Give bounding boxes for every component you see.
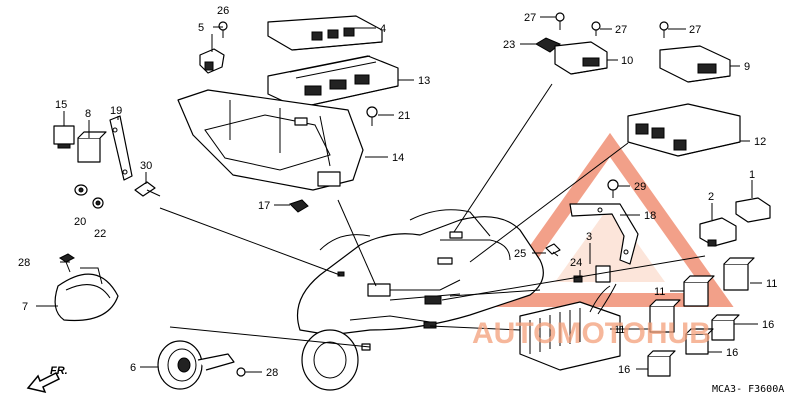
- part-11-relay-icon: [683, 275, 715, 307]
- part-4-control-unit-icon: [267, 15, 383, 51]
- part-19-bracket-icon: [109, 115, 133, 181]
- callout-1: 1: [749, 169, 755, 181]
- callout-26: 26: [217, 5, 229, 17]
- callout-27: 27: [689, 24, 701, 36]
- regulator-rectifier-icon: [519, 283, 621, 371]
- part-23-bracket-icon: [535, 37, 561, 53]
- part-27-screw-icon: [555, 12, 565, 30]
- callout-28: 28: [18, 257, 30, 269]
- part-21-screw-icon: [366, 106, 378, 126]
- part-18-bracket-icon: [569, 203, 639, 265]
- part-17-clip-icon: [289, 199, 309, 213]
- part-29-bolt-icon: [607, 179, 619, 198]
- callout-8: 8: [85, 108, 91, 120]
- part-30-bolt-icon: [134, 181, 161, 197]
- callout-25: 25: [514, 248, 526, 260]
- callout-2: 2: [708, 191, 714, 203]
- callout-19: 19: [110, 105, 122, 117]
- part-5-bracket-icon: [199, 48, 225, 74]
- part-13-control-unit-icon: [267, 55, 399, 109]
- callout-28: 28: [266, 367, 278, 379]
- part-14-tray-icon: [177, 89, 364, 191]
- callout-20: 20: [74, 216, 86, 228]
- callout-27: 27: [615, 24, 627, 36]
- watermark-logo-icon: [486, 132, 734, 307]
- callout-29: 29: [634, 181, 646, 193]
- callout-30: 30: [140, 160, 152, 172]
- callout-7: 7: [22, 301, 28, 313]
- callout-5: 5: [198, 22, 204, 34]
- motorcycle-outline-icon: [296, 209, 544, 391]
- leader-lines: [36, 16, 762, 373]
- part-16-relay-icon: [711, 314, 740, 341]
- callout-6: 6: [130, 362, 136, 374]
- callout-16: 16: [726, 347, 738, 359]
- callout-11: 11: [766, 278, 777, 290]
- callout-4: 4: [380, 23, 386, 35]
- part-20-grommet-icon: [74, 184, 88, 196]
- callout-12: 12: [754, 136, 766, 148]
- part-12-control-unit-icon: [627, 103, 741, 157]
- part-27-screw-icon: [659, 21, 669, 38]
- callout-15: 15: [55, 99, 67, 111]
- callout-11: 11: [654, 286, 665, 298]
- part-28-bolt-icon: [59, 253, 75, 273]
- callout-23: 23: [503, 39, 515, 51]
- part-16-relay-icon: [685, 328, 714, 355]
- part-2-cover-icon: [699, 217, 737, 247]
- callout-10: 10: [621, 55, 633, 67]
- part-11-relay-icon: [723, 257, 755, 291]
- watermark-text: AUTOMOTOHUB: [472, 317, 711, 350]
- front-arrow-icon: [26, 371, 61, 394]
- callout-14: 14: [392, 152, 404, 164]
- part-1-cover-icon: [735, 197, 771, 223]
- part-16-relay-icon: [647, 350, 676, 377]
- callout-11: 11: [614, 324, 625, 336]
- part-15-relay-icon: [53, 125, 75, 149]
- callout-16: 16: [762, 319, 774, 331]
- part-9-module-icon: [659, 45, 731, 83]
- part-25-bolt-icon: [545, 243, 561, 257]
- callout-17: 17: [258, 200, 270, 212]
- drawing-code: MCA3- F3600A: [712, 384, 784, 395]
- callout-27: 27: [524, 12, 536, 24]
- callout-13: 13: [418, 75, 430, 87]
- callout-9: 9: [744, 61, 750, 73]
- front-arrow-label: FR.: [50, 365, 68, 377]
- part-22-grommet-icon: [92, 197, 104, 209]
- part-11-relay-icon: [649, 299, 681, 333]
- part-8-relay-icon: [77, 131, 107, 163]
- callout-16: 16: [618, 364, 630, 376]
- part-10-module-icon: [554, 41, 608, 75]
- callout-3: 3: [586, 231, 592, 243]
- part-27-screw-icon: [591, 21, 601, 36]
- callout-22: 22: [94, 228, 106, 240]
- callout-21: 21: [398, 110, 410, 122]
- part-7-horn-icon: [54, 267, 119, 322]
- callout-18: 18: [644, 210, 656, 222]
- callout-24: 24: [570, 257, 582, 269]
- part-26-screw-icon: [218, 21, 228, 38]
- part-6-horn-icon: [157, 340, 235, 390]
